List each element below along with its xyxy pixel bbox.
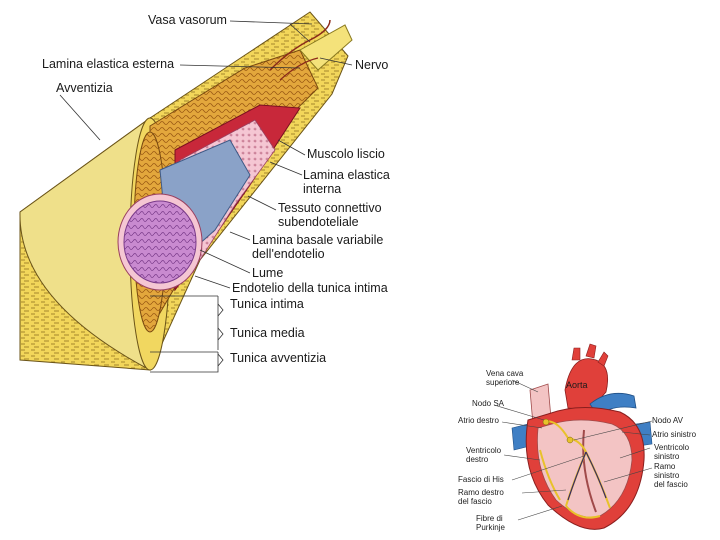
label-ventricolo-destro-line1: Ventricolo xyxy=(466,446,502,455)
label-fibre-purkinje-line1: Fibre di xyxy=(476,514,503,523)
label-ramo-destro-line1: Ramo destro xyxy=(458,488,504,497)
label-nodo-sa: Nodo SA xyxy=(472,399,505,408)
label-tunica-media: Tunica media xyxy=(230,326,305,340)
label-lamina-elastica-interna-line2: interna xyxy=(303,182,342,196)
label-ventricolo-sinistro-line2: sinistro xyxy=(654,452,680,461)
label-nervo: Nervo xyxy=(355,58,389,72)
label-ventricolo-sinistro-line1: Ventricolo xyxy=(654,443,690,452)
label-avventizia: Avventizia xyxy=(56,81,113,95)
label-ramo-sinistro-line1: Ramo xyxy=(654,462,676,471)
label-ramo-sinistro-line3: del fascio xyxy=(654,480,688,489)
label-atrio-destro: Atrio destro xyxy=(458,416,499,425)
label-tessuto-connettivo-line2: subendoteliale xyxy=(278,215,359,229)
label-nodo-av: Nodo AV xyxy=(652,416,683,425)
label-lamina-basale-line1: Lamina basale variabile xyxy=(252,233,384,247)
label-vasa-vasorum: Vasa vasorum xyxy=(148,13,227,27)
label-endotelio: Endotelio della tunica intima xyxy=(232,281,388,295)
label-lamina-elastica-esterna: Lamina elastica esterna xyxy=(42,57,175,71)
label-tessuto-connettivo-line1: Tessuto connettivo xyxy=(278,201,382,215)
label-atrio-sinistro: Atrio sinistro xyxy=(652,430,697,439)
label-muscolo-liscio: Muscolo liscio xyxy=(307,147,385,161)
label-fascio-his: Fascio di His xyxy=(458,475,504,484)
label-ramo-destro-line2: del fascio xyxy=(458,497,492,506)
label-lume: Lume xyxy=(252,266,284,280)
label-vena-cava-line2: superiore xyxy=(486,378,520,387)
label-lamina-elastica-interna-line1: Lamina elastica xyxy=(303,168,390,182)
label-aorta: Aorta xyxy=(566,380,588,390)
label-vena-cava-line1: Vena cava xyxy=(486,369,524,378)
label-tunica-avventizia: Tunica avventizia xyxy=(230,351,327,365)
label-ramo-sinistro-line2: sinistro xyxy=(654,471,680,480)
label-lamina-basale-line2: dell'endotelio xyxy=(252,247,325,261)
label-ventricolo-destro-line2: destro xyxy=(466,455,489,464)
label-fibre-purkinje-line2: Purkinje xyxy=(476,523,505,532)
label-tunica-intima: Tunica intima xyxy=(230,297,304,311)
